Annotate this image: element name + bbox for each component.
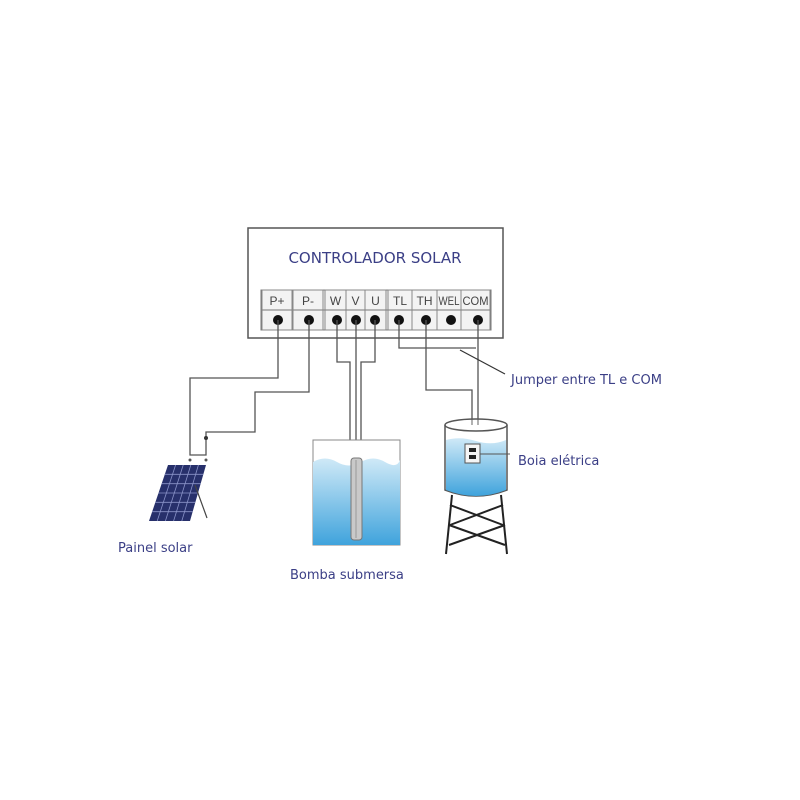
terminal-label: U [371,294,380,308]
submersible-pump-icon [350,457,363,541]
panel-label: Painel solar [118,541,193,556]
terminal-label: WEL [439,294,460,308]
terminal-cell [261,289,293,331]
pump-label: Bomba submersa [290,568,404,583]
terminal-label: V [351,294,359,308]
terminal-cell [460,289,491,331]
jumper-label: Jumper entre TL e COM [510,373,662,388]
panel-cell-line [173,464,192,522]
terminal-label: P+ [269,294,284,308]
panel-cell-line [181,464,199,522]
float-label: Boia elétrica [518,454,599,469]
panel-cell-line [156,464,176,522]
tower-legs-icon [445,494,508,555]
panel-cell-line [165,464,184,522]
controller-title: CONTROLADOR SOLAR [288,249,461,267]
solar-panel-icon [149,458,208,522]
terminal-label: P- [302,294,314,308]
terminal-label: W [330,294,342,308]
terminal-label: TL [393,294,407,308]
terminal-label: COM [463,294,489,308]
terminal-screw-icon [446,315,456,325]
well-tank [312,439,401,546]
jumper-leader [459,349,506,375]
terminal-label: TH [417,294,433,308]
water-tower [444,418,510,555]
terminal-cell [292,289,324,331]
float-switch-icon [464,443,481,464]
